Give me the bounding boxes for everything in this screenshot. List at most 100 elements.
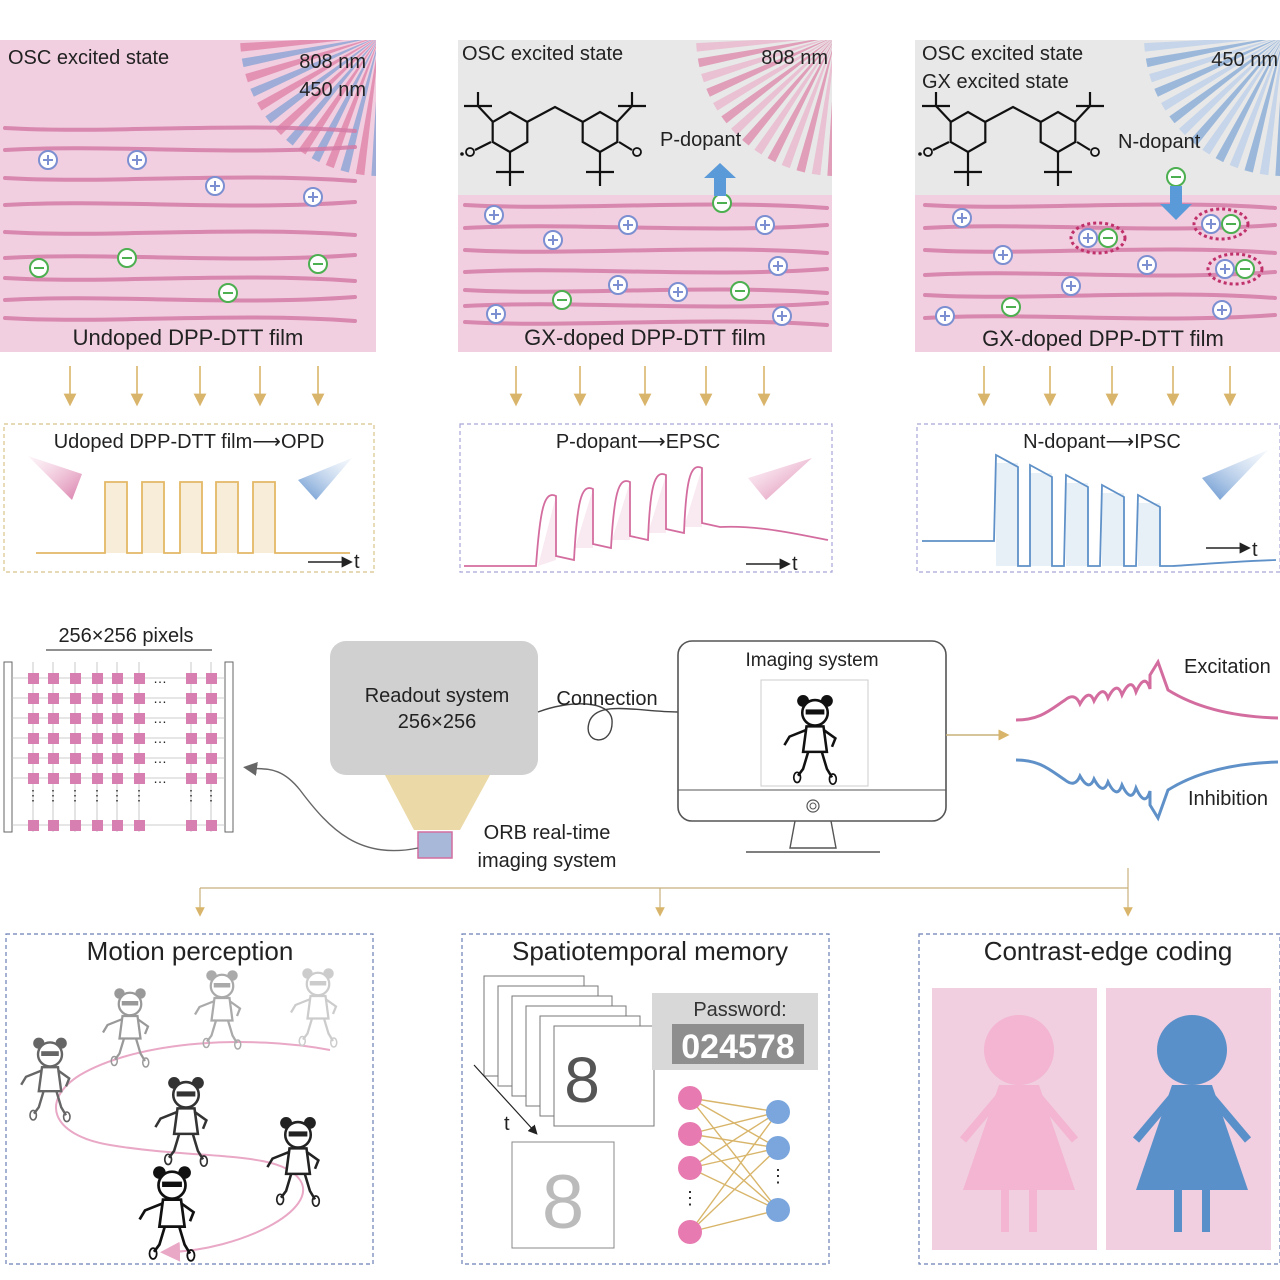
app-contrast-edge-coding: Contrast-edge coding <box>918 933 1280 1265</box>
pixel <box>134 673 145 684</box>
state-label: OSC excited state <box>922 43 1083 65</box>
time-axis-label: t <box>792 553 798 575</box>
light-ray <box>706 40 828 97</box>
arm-left <box>102 1017 123 1034</box>
pixel <box>70 713 81 724</box>
synapse <box>689 1133 779 1149</box>
fiber <box>923 247 1277 255</box>
hole-icon <box>952 208 972 228</box>
pixel <box>186 713 197 724</box>
person-icon-high-contrast <box>1132 1015 1252 1232</box>
character-figure <box>783 694 838 786</box>
motion-figures <box>20 968 338 1262</box>
leg-left <box>279 1173 293 1199</box>
leg-right <box>322 1018 334 1042</box>
light-ray <box>325 45 376 169</box>
arm-left <box>290 997 311 1014</box>
light-ray <box>796 49 832 173</box>
character-figure <box>194 970 242 1050</box>
state-label: OSC excited state <box>8 47 169 69</box>
pixel <box>134 693 145 704</box>
body <box>157 1198 187 1228</box>
electron-icon <box>1001 297 1021 317</box>
pulse-fill <box>648 475 666 533</box>
arm-left <box>138 1201 164 1221</box>
ellipsis-v: ⋮ <box>110 787 124 803</box>
pulse-fill <box>142 482 164 553</box>
foot-left <box>148 1247 158 1260</box>
foot-left <box>163 1153 173 1166</box>
light-ray <box>1259 58 1280 176</box>
ellipsis-v: ⋮ <box>132 787 146 803</box>
pixel <box>186 693 197 704</box>
goggles <box>805 709 825 715</box>
data-flow-arrow <box>243 761 419 852</box>
pixel <box>134 733 145 744</box>
tert-butyl <box>1044 170 1072 186</box>
arm-right <box>180 1202 196 1222</box>
hole-icon <box>486 304 506 324</box>
light-ray <box>355 58 376 176</box>
pixel-grid: ………………⋮⋮⋮⋮⋮⋮⋮⋮ <box>3 661 234 833</box>
pulse-fill <box>684 468 702 527</box>
blue-light-cone <box>1202 450 1268 500</box>
hole-icon <box>1061 276 1081 296</box>
film-label: GX-doped DPP-DTT film <box>982 326 1224 351</box>
charge-carriers <box>29 150 328 303</box>
process-arrows <box>63 366 1237 407</box>
pixel <box>206 673 217 684</box>
neural-network: ⋮⋮ <box>678 1086 790 1244</box>
light-ray <box>1145 40 1267 68</box>
light-ray <box>1149 40 1273 83</box>
fiber <box>3 295 357 303</box>
film-panel-undoped: OSC excited state 808 nm 450 nm Undoped … <box>0 40 376 352</box>
image-frame <box>553 1025 655 1127</box>
pulse-fill <box>253 482 275 553</box>
light-ray <box>371 100 376 176</box>
arm-left <box>20 1069 43 1086</box>
pulse-fill <box>575 489 593 548</box>
hole-icon <box>38 150 58 170</box>
pixel <box>92 713 103 724</box>
light-ray <box>241 40 363 68</box>
person-arm-left <box>1132 1092 1178 1143</box>
input-neuron <box>678 1122 702 1146</box>
synapse <box>689 1097 779 1113</box>
arm-left <box>266 1150 290 1168</box>
connection-label: Connection <box>556 688 657 710</box>
synapse <box>689 1147 779 1169</box>
foot-right <box>62 1111 71 1123</box>
pixel <box>186 673 197 684</box>
body <box>118 1014 142 1040</box>
readout-probe <box>385 775 490 830</box>
panel-border <box>459 423 833 573</box>
arm-left <box>154 1110 178 1128</box>
pixel <box>112 693 123 704</box>
galvinoxyl-molecule <box>460 92 646 186</box>
pixel <box>28 820 39 831</box>
pixel <box>206 820 217 831</box>
light-ray <box>1154 40 1276 97</box>
digit-memory: 8 <box>542 1160 584 1245</box>
pixel <box>48 673 59 684</box>
ellipsis-h: … <box>153 710 167 726</box>
trapped-pair <box>1192 207 1250 241</box>
character-figure <box>783 694 838 786</box>
output-neuron <box>766 1100 790 1124</box>
leg-left <box>33 1090 45 1115</box>
excitation-curve <box>1015 658 1279 722</box>
trace-line <box>36 481 350 554</box>
light-ray <box>275 40 376 135</box>
arm-left <box>194 999 215 1016</box>
frame-stack <box>483 975 655 1127</box>
light-ray <box>257 40 374 111</box>
app-title: Motion perception <box>87 936 294 966</box>
film-panel-p-doped: OSC excited state 808 nm P-dopant GX-dop… <box>458 40 832 352</box>
blue-light-cone <box>298 458 352 500</box>
person-icon-low-contrast <box>959 1015 1079 1232</box>
foot-right <box>828 773 838 786</box>
electron-icon <box>1166 167 1186 187</box>
pixel <box>112 713 123 724</box>
fiber <box>923 292 1277 300</box>
electron-icon <box>1221 214 1241 234</box>
